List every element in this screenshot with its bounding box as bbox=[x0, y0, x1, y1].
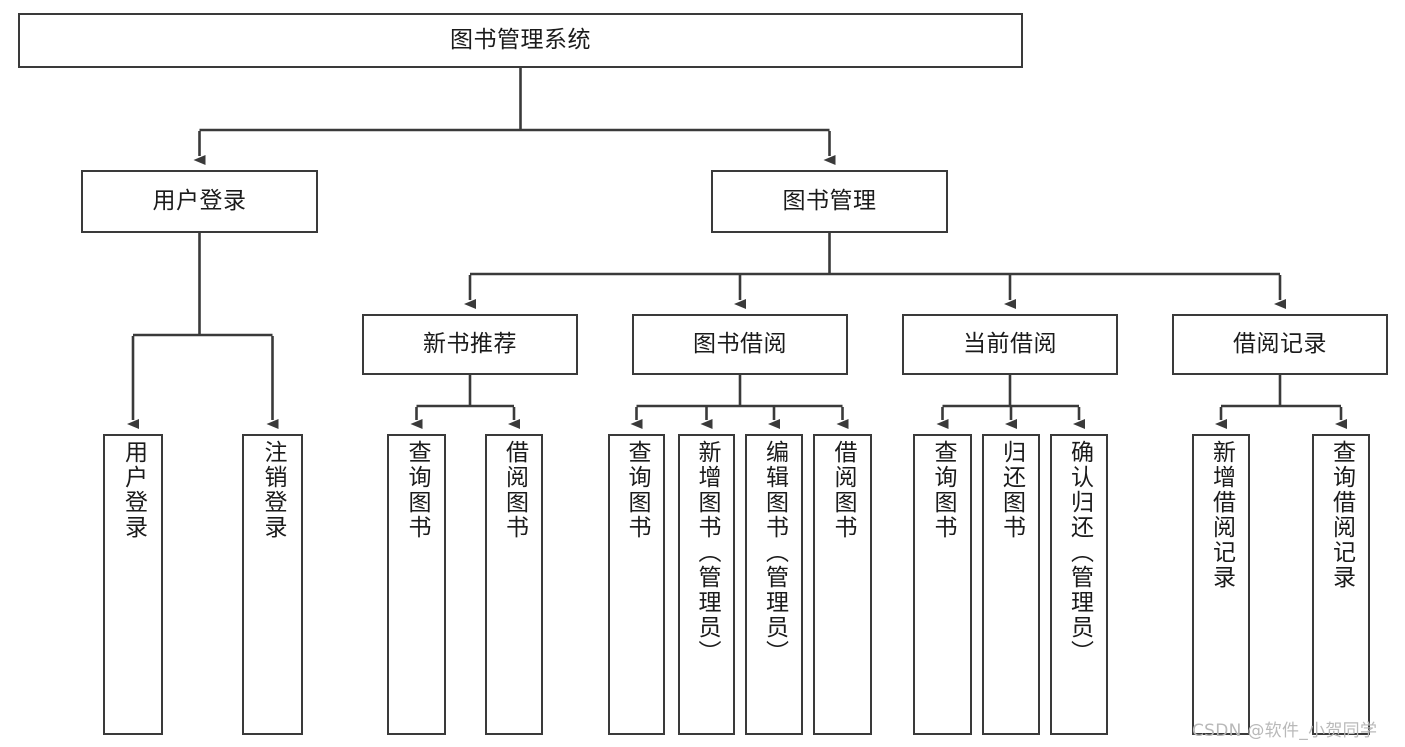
node-leaf-return-book-label: 归还图书 bbox=[998, 440, 1025, 540]
node-leaf-query-book-3[interactable]: 查询图书 bbox=[913, 434, 972, 735]
node-leaf-confirm-return-label: 确认归还（管理员） bbox=[1066, 440, 1093, 665]
node-leaf-borrow-book-2[interactable]: 借阅图书 bbox=[813, 434, 872, 735]
node-leaf-add-record-label: 新增借阅记录 bbox=[1208, 440, 1235, 590]
node-leaf-logout-label: 注销登录 bbox=[260, 440, 286, 540]
csdn-watermark: CSDN @软件_小贺同学 bbox=[1192, 721, 1378, 741]
node-leaf-query-record[interactable]: 查询借阅记录 bbox=[1312, 434, 1370, 735]
node-borrow-record[interactable]: 借阅记录 bbox=[1172, 314, 1388, 375]
node-leaf-return-book[interactable]: 归还图书 bbox=[982, 434, 1040, 735]
node-root[interactable]: 图书管理系统 bbox=[18, 13, 1023, 68]
node-book-manage-label: 图书管理 bbox=[782, 188, 877, 215]
node-leaf-add-record[interactable]: 新增借阅记录 bbox=[1192, 434, 1250, 735]
node-leaf-query-book-2-label: 查询图书 bbox=[624, 440, 650, 540]
node-new-book-rec[interactable]: 新书推荐 bbox=[362, 314, 578, 375]
node-leaf-edit-book[interactable]: 编辑图书（管理员） bbox=[745, 434, 803, 735]
node-leaf-query-book-2[interactable]: 查询图书 bbox=[608, 434, 665, 735]
node-book-borrow[interactable]: 图书借阅 bbox=[632, 314, 848, 375]
node-leaf-user-login[interactable]: 用户登录 bbox=[103, 434, 163, 735]
node-leaf-borrow-book-2-label: 借阅图书 bbox=[830, 440, 856, 540]
node-book-borrow-label: 图书借阅 bbox=[693, 331, 787, 358]
node-book-manage[interactable]: 图书管理 bbox=[711, 170, 948, 233]
node-leaf-query-book-1-label: 查询图书 bbox=[404, 440, 430, 540]
node-leaf-confirm-return[interactable]: 确认归还（管理员） bbox=[1050, 434, 1108, 735]
node-leaf-borrow-book-1[interactable]: 借阅图书 bbox=[485, 434, 543, 735]
node-leaf-borrow-book-1-label: 借阅图书 bbox=[501, 440, 528, 540]
node-current-borrow-label: 当前借阅 bbox=[963, 331, 1057, 358]
node-root-label: 图书管理系统 bbox=[450, 27, 591, 54]
node-leaf-add-book[interactable]: 新增图书（管理员） bbox=[678, 434, 735, 735]
node-current-borrow[interactable]: 当前借阅 bbox=[902, 314, 1118, 375]
node-leaf-query-book-1[interactable]: 查询图书 bbox=[387, 434, 446, 735]
node-new-book-rec-label: 新书推荐 bbox=[423, 331, 517, 358]
node-user-login-label: 用户登录 bbox=[152, 188, 247, 215]
node-leaf-logout[interactable]: 注销登录 bbox=[242, 434, 303, 735]
node-leaf-user-login-label: 用户登录 bbox=[120, 440, 147, 540]
node-user-login[interactable]: 用户登录 bbox=[81, 170, 318, 233]
node-leaf-edit-book-label: 编辑图书（管理员） bbox=[761, 440, 788, 665]
node-leaf-query-book-3-label: 查询图书 bbox=[930, 440, 956, 540]
node-leaf-query-record-label: 查询借阅记录 bbox=[1328, 440, 1355, 590]
node-leaf-add-book-label: 新增图书（管理员） bbox=[694, 440, 720, 665]
node-borrow-record-label: 借阅记录 bbox=[1233, 331, 1327, 358]
